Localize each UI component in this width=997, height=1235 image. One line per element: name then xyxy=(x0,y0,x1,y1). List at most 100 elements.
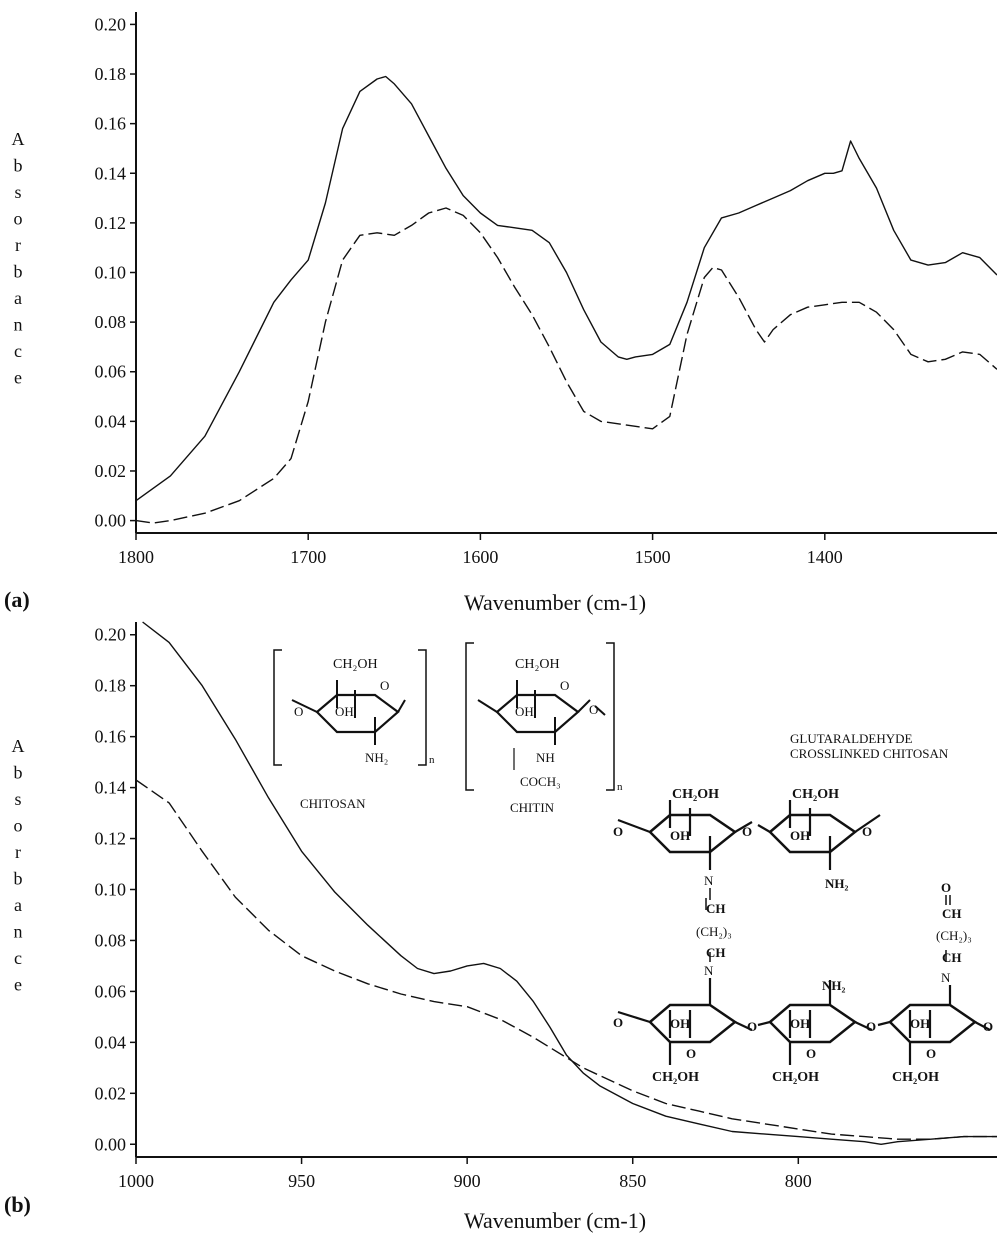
y-axis-title-letter: s xyxy=(14,789,21,809)
panel-a-label: (a) xyxy=(4,587,30,612)
chitosan-glycosidic-bond-right xyxy=(397,699,406,713)
crosslink-bottom-ring-3 xyxy=(888,1003,978,1044)
solid-spectrum-line xyxy=(135,75,997,502)
y-axis-title-letter: c xyxy=(14,948,22,968)
y-tick-label: 0.20 xyxy=(95,625,127,645)
crosslink-bottom-oh-1: OH xyxy=(670,1016,690,1031)
x-tick-label: 950 xyxy=(288,1171,315,1191)
y-tick-label: 0.02 xyxy=(95,461,127,481)
crosslink-top-substituent-bonds xyxy=(668,800,832,870)
chitosan-left-o: O xyxy=(294,704,303,719)
linker-2-ch2-3: (CH₂)₃ xyxy=(936,928,972,943)
crosslink-top-oh-2: OH xyxy=(790,828,810,843)
linker-1-ch2-3: (CH₂)₃ xyxy=(696,924,732,939)
panel-a-x-axis-title: Wavenumber (cm-1) xyxy=(464,590,646,615)
y-tick-label: 0.02 xyxy=(95,1083,127,1103)
chitosan-ring-o: O xyxy=(380,678,389,693)
x-tick-label: 1000 xyxy=(118,1171,154,1191)
y-axis-title-letter: n xyxy=(14,315,23,335)
linker-1-n-bottom: N xyxy=(704,963,714,978)
solid-spectrum-line xyxy=(142,621,997,1146)
crosslink-top-bonds xyxy=(617,814,881,834)
chitosan-ring xyxy=(315,693,400,734)
chitosan-caption: CHITOSAN xyxy=(300,796,366,811)
crosslinked-caption-line2: CROSSLINKED CHITOSAN xyxy=(790,746,949,761)
chitosan-repeat-n: n xyxy=(429,754,435,766)
chitin-repeat-n: n xyxy=(617,781,623,793)
crosslink-bottom-o-4: O xyxy=(983,1019,993,1034)
chitin-oh: OH xyxy=(515,704,534,719)
crosslink-bottom-bonds xyxy=(617,1010,991,1031)
crosslink-bottom-o-2: O xyxy=(747,1019,757,1034)
structure-inset: CH₂OH OH O O NH₂ n CHITOSAN CH₂OH OH O O… xyxy=(273,642,993,1085)
y-tick-label: 0.12 xyxy=(95,829,127,849)
linker-2-bonds xyxy=(945,895,951,962)
chitin-right-bracket xyxy=(606,642,615,791)
linker-2-carbonyl-o: O xyxy=(941,880,951,895)
y-axis-title-letter: o xyxy=(14,816,23,836)
y-tick-label: 0.00 xyxy=(95,511,127,531)
y-axis-title-letter: b xyxy=(14,763,23,783)
crosslink-bottom-oh-2: OH xyxy=(790,1016,810,1031)
y-tick-label: 0.00 xyxy=(95,1134,127,1154)
crosslink-top-o-2: O xyxy=(742,824,752,839)
y-axis-title-letter: s xyxy=(14,182,21,202)
y-axis-title-letter: A xyxy=(12,129,25,149)
crosslink-bottom-o-3: O xyxy=(866,1019,876,1034)
chitin-glycosidic-bond-left xyxy=(477,699,498,713)
crosslink-top-oh-1: OH xyxy=(670,828,690,843)
y-tick-label: 0.10 xyxy=(95,880,127,900)
crosslink-top-ring-1 xyxy=(648,813,738,854)
y-axis-title-letter: o xyxy=(14,209,23,229)
chitosan-nh2: NH₂ xyxy=(365,750,388,765)
x-tick-label: 1600 xyxy=(462,547,498,567)
panel-b-series xyxy=(135,621,997,1146)
linker-1-ch-bottom: CH xyxy=(706,945,726,960)
crosslink-top-ch2oh-2: CH₂OH xyxy=(792,787,839,802)
crosslink-bottom-substituent-bonds xyxy=(668,978,952,1065)
chitin-coch3: COCH₃ xyxy=(520,774,561,789)
y-axis-title-letter: a xyxy=(14,288,22,308)
crosslink-bottom-ring-o-3: O xyxy=(926,1046,936,1061)
crosslink-bottom-ch2oh-3: CH₂OH xyxy=(892,1070,939,1085)
panel-b-axes xyxy=(135,622,997,1158)
chitin-caption: CHITIN xyxy=(510,800,555,815)
x-tick-label: 800 xyxy=(785,1171,812,1191)
y-tick-label: 0.14 xyxy=(95,778,127,798)
y-tick-label: 0.18 xyxy=(95,676,127,696)
chitin-left-bracket xyxy=(465,642,474,791)
panel-a-y-ticks: 0.000.020.040.060.080.100.120.140.160.18… xyxy=(95,14,136,531)
panel-a-series xyxy=(135,75,997,524)
crosslink-bottom-oh-3: OH xyxy=(910,1016,930,1031)
y-tick-label: 0.14 xyxy=(95,163,127,183)
x-tick-label: 1800 xyxy=(118,547,154,567)
y-tick-label: 0.20 xyxy=(95,14,127,34)
crosslink-bottom-ch2oh-2: CH₂OH xyxy=(772,1070,819,1085)
linker-1-n-top: N xyxy=(704,873,714,888)
linker-2-n: N xyxy=(941,970,951,985)
crosslinked-top-chain xyxy=(617,800,881,870)
chitosan-left-bracket xyxy=(273,649,282,766)
crosslink-bottom-ring-2 xyxy=(768,1003,858,1044)
crosslink-top-o-1: O xyxy=(613,824,623,839)
x-tick-label: 850 xyxy=(619,1171,646,1191)
y-tick-label: 0.12 xyxy=(95,213,127,233)
y-axis-title-letter: b xyxy=(14,262,23,282)
y-tick-label: 0.18 xyxy=(95,64,127,84)
dashed-spectrum-line xyxy=(135,779,997,1140)
chitin-structure xyxy=(465,642,615,791)
x-tick-label: 1500 xyxy=(635,547,671,567)
chitin-ring-o: O xyxy=(560,678,569,693)
crosslink-top-nh2: NH₂ xyxy=(825,876,849,891)
y-axis-title-letter: r xyxy=(15,842,21,862)
chitosan-oh: OH xyxy=(335,704,354,719)
panel-b-label: (b) xyxy=(4,1192,31,1217)
y-axis-title-letter: a xyxy=(14,895,22,915)
chitosan-ring-bonds xyxy=(336,680,376,745)
panel-b-y-ticks: 0.000.020.040.060.080.100.120.140.160.18… xyxy=(95,625,136,1154)
